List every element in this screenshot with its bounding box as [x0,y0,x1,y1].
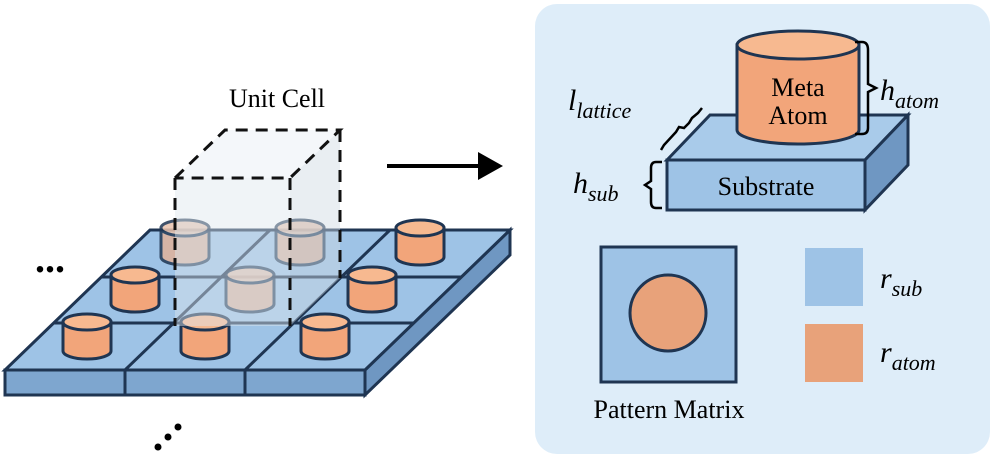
atom-label-line2: Atom [768,101,827,130]
unit-cell-box [173,128,344,326]
h-atom-label: hatom [880,74,939,113]
arrow-icon [387,152,503,180]
pattern-matrix-label: Pattern Matrix [594,395,745,424]
pattern-matrix [599,245,738,384]
substrate-label: Substrate [718,172,815,201]
grid-front-face [3,368,367,397]
legend-label-atom: ratom [880,336,936,375]
legend-swatch-atom [805,324,863,382]
grid-cylinder [109,265,161,314]
l-lattice-label: llattice [568,84,632,123]
legend-swatch-sub [805,248,863,306]
h-atom-bracket [855,40,879,136]
grid-line [123,228,272,372]
grid-cylinder [299,312,351,361]
ellipsis-left: ... [35,236,65,281]
metasurface-grid [1,218,514,399]
grid-cylinder [224,265,276,314]
grid-cylinder [179,312,231,361]
unit-cell-label: Unit Cell [229,84,325,113]
legend-label-sub: rsub [880,262,922,301]
ellipsis-bottom [154,423,182,451]
grid-cylinder [159,218,211,267]
grid-cylinder [274,218,326,267]
h-sub-bracket [642,160,662,210]
l-lattice-bracket [659,107,703,151]
h-sub-label: hsub [573,167,619,206]
grid-cylinder [61,312,113,361]
grid-line [243,228,392,372]
grid-cylinder [394,218,446,267]
meta-atom-cylinder [735,29,861,146]
atom-label-line1: Meta [771,73,825,102]
grid-cylinder [346,265,398,314]
